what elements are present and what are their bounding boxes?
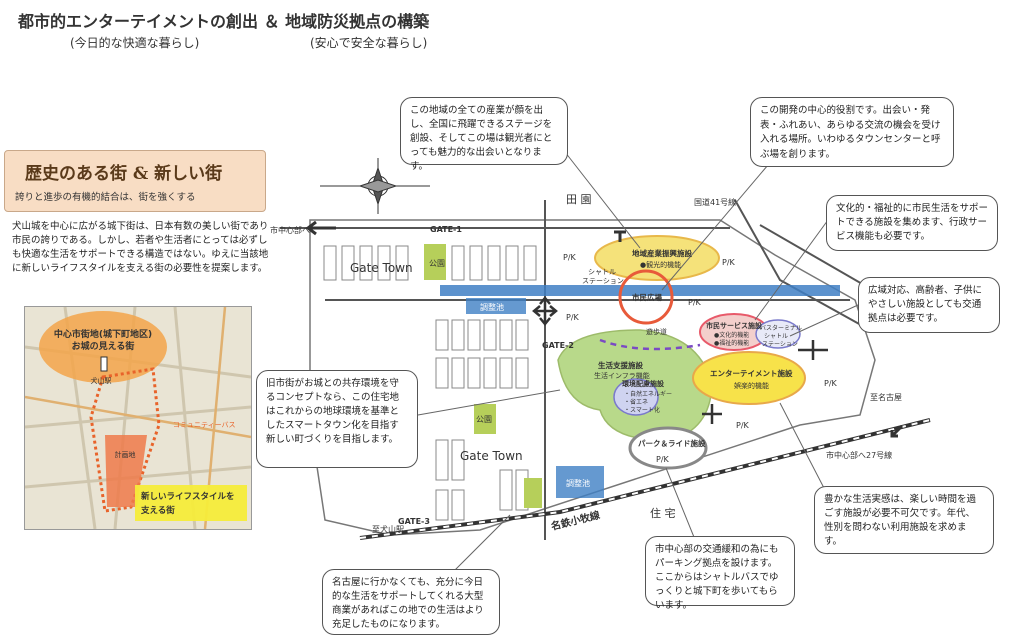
label-life-support-2: 生活インフラ機能 [594, 371, 650, 380]
label-pk-2: P/K [722, 258, 736, 267]
callout-center: この開発の中心的役割です。出会い・発表・ふれあい、あらゆる交流の機会を受け入れる… [750, 97, 954, 167]
subtitle-left: (今日的な快適な暮らし) [70, 36, 200, 50]
label-pond-lower: 調整池 [566, 478, 590, 488]
callout-welfare: 文化的・福祉的に市民生活をサポートできる施設を集めます、行政サービス機能も必要で… [826, 195, 998, 251]
label-civic-1: 市民サービス施設 [706, 321, 763, 330]
railway [359, 418, 931, 540]
label-env-3: ・省エネ [624, 398, 648, 406]
label-gate2: GATE-2 [542, 341, 574, 350]
inset-route: コミュニティーバス [173, 421, 236, 429]
local-industry-zone [594, 235, 720, 281]
inset-new-label-2: 支える街 [140, 505, 175, 516]
direction-arrow-icon [305, 220, 904, 438]
label-field: 田 園 [566, 193, 592, 206]
label-national-road: 国道41号線 [694, 197, 736, 207]
pedestrian-path [599, 338, 701, 351]
label-to-city-center: 市中心部へ [270, 225, 310, 235]
label-city-plaza: 市民広場 [632, 292, 662, 302]
inset-map-graphic: 中心市街地(城下町地区) お城の見える街 犬山駅 コミュニティーバス 計画地 新… [25, 307, 251, 529]
label-gate3: GATE-3 [398, 517, 430, 526]
label-park: 公園 [429, 259, 445, 268]
label-pk-7: P/K [656, 455, 670, 464]
label-shuttle: シャトル [588, 268, 616, 276]
label-bus-3: ステーション [762, 341, 798, 348]
label-env-1: 環境配慮施設 [622, 379, 665, 388]
pond-upper [466, 298, 526, 314]
city-plaza [618, 269, 674, 325]
label-pk-1: P/K [563, 253, 577, 262]
label-park-ride: パーク＆ライド施設 [638, 438, 706, 448]
environment-zone [613, 378, 659, 416]
label-pk-6: P/K [736, 421, 750, 430]
label-pedestrian: 遊歩道 [646, 327, 667, 336]
inset-site: 計画地 [115, 450, 136, 459]
label-shuttle-station: ステーション [582, 277, 624, 285]
entertainment-zone [692, 351, 806, 405]
label-gate-town-2: Gate Town [460, 449, 523, 463]
callout-disaster: 広域対応、高齢者、子供にやさしい施設としても交通拠点は必要です。 [858, 277, 1000, 333]
callout-oldtown: 旧市街がお城との共存環境を守るコンセプトなら、この住宅地はこれからの地球環境を基… [256, 370, 418, 468]
callout-industry: この地域の全ての産業が顔を出し、全国に飛躍できるステージを創設、そしてこの場は観… [400, 97, 568, 172]
park-small [524, 478, 542, 508]
history-heading-box: 歴史のある街 & 新しい街 誇りと進歩の有機的結合は、街を強くする [4, 150, 266, 212]
label-life-support-1: 生活支援施設 [598, 360, 643, 370]
label-to-nagoya: 至名古屋 [870, 392, 902, 402]
inset-map: 中心市街地(城下町地区) お城の見える街 犬山駅 コミュニティーバス 計画地 新… [24, 306, 252, 530]
label-to-inuyama: 至犬山駅 [372, 524, 404, 534]
history-text: 犬山城を中心に広がる城下街は、日本有数の美しい街であり市民の誇りである。しかし、… [12, 221, 269, 274]
label-pk-5: P/K [824, 379, 838, 388]
park-lower [474, 404, 496, 434]
park-and-ride-zone [628, 426, 708, 470]
label-env-4: ・スマート化 [624, 406, 660, 414]
callout-entertainment: 豊かな生活実感は、楽しい時間を過ごす施設が必要不可欠です。年代、性別を問わない利… [814, 486, 994, 554]
park-upper [424, 244, 446, 280]
pond-lower [556, 466, 604, 498]
label-local-industry-2: ●観光的機能 [640, 260, 681, 269]
inset-zone-label-2: お城の見える街 [72, 340, 135, 352]
label-civic-3: ●福祉的機能 [714, 339, 749, 347]
label-ent-1: エンターテイメント施設 [710, 368, 793, 378]
label-civic-2: ●文化的機能 [714, 331, 749, 339]
label-ent-2: 娯楽的機能 [734, 381, 769, 390]
label-park-lower: 公園 [476, 415, 492, 424]
subtitle-right: (安心で安全な暮らし) [310, 36, 428, 50]
page-title: 都市的エンターテイメントの創出 ＆ 地域防災拠点の構築 [18, 12, 430, 31]
label-pk-3: P/K [566, 313, 580, 322]
label-local-industry-1: 地域産業振興施設 [632, 248, 692, 258]
label-pk-4: P/K [688, 298, 702, 307]
inset-zone-label-1: 中心市街地(城下町地区) [54, 328, 152, 340]
compass-icon [320, 158, 430, 214]
label-env-2: ・自然エネルギー [624, 390, 672, 398]
history-subtitle: 誇りと進歩の有機的結合は、街を強くする [15, 192, 196, 203]
label-pond: 調整池 [480, 302, 504, 312]
label-residential: 住 宅 [650, 506, 676, 520]
label-gate-town-1: Gate Town [350, 261, 413, 275]
callout-commerce: 名古屋に行かなくても、充分に今日的な生活をサポートしてくれる大型商業があればこの… [322, 569, 500, 635]
label-gate1: GATE-1 [430, 225, 462, 234]
cross-arrow-icon [532, 296, 828, 424]
site-boundary [309, 219, 876, 536]
label-bus-1: バスターミナル [760, 324, 802, 332]
label-to-city-center-41: 市中心部へ27号線 [826, 450, 892, 460]
river [440, 285, 840, 296]
inset-station: 犬山駅 [91, 376, 112, 385]
callout-parking: 市中心部の交通緩和の為にもパーキング拠点を設けます。ここからはシャトルバスでゆっ… [645, 536, 795, 611]
history-title: 歴史のある街 & 新しい街 [25, 164, 223, 184]
label-bus-2: シャトル [764, 333, 788, 340]
inset-new-label-1: 新しいライフスタイルを [141, 491, 235, 502]
bus-terminal-zone [755, 319, 801, 349]
